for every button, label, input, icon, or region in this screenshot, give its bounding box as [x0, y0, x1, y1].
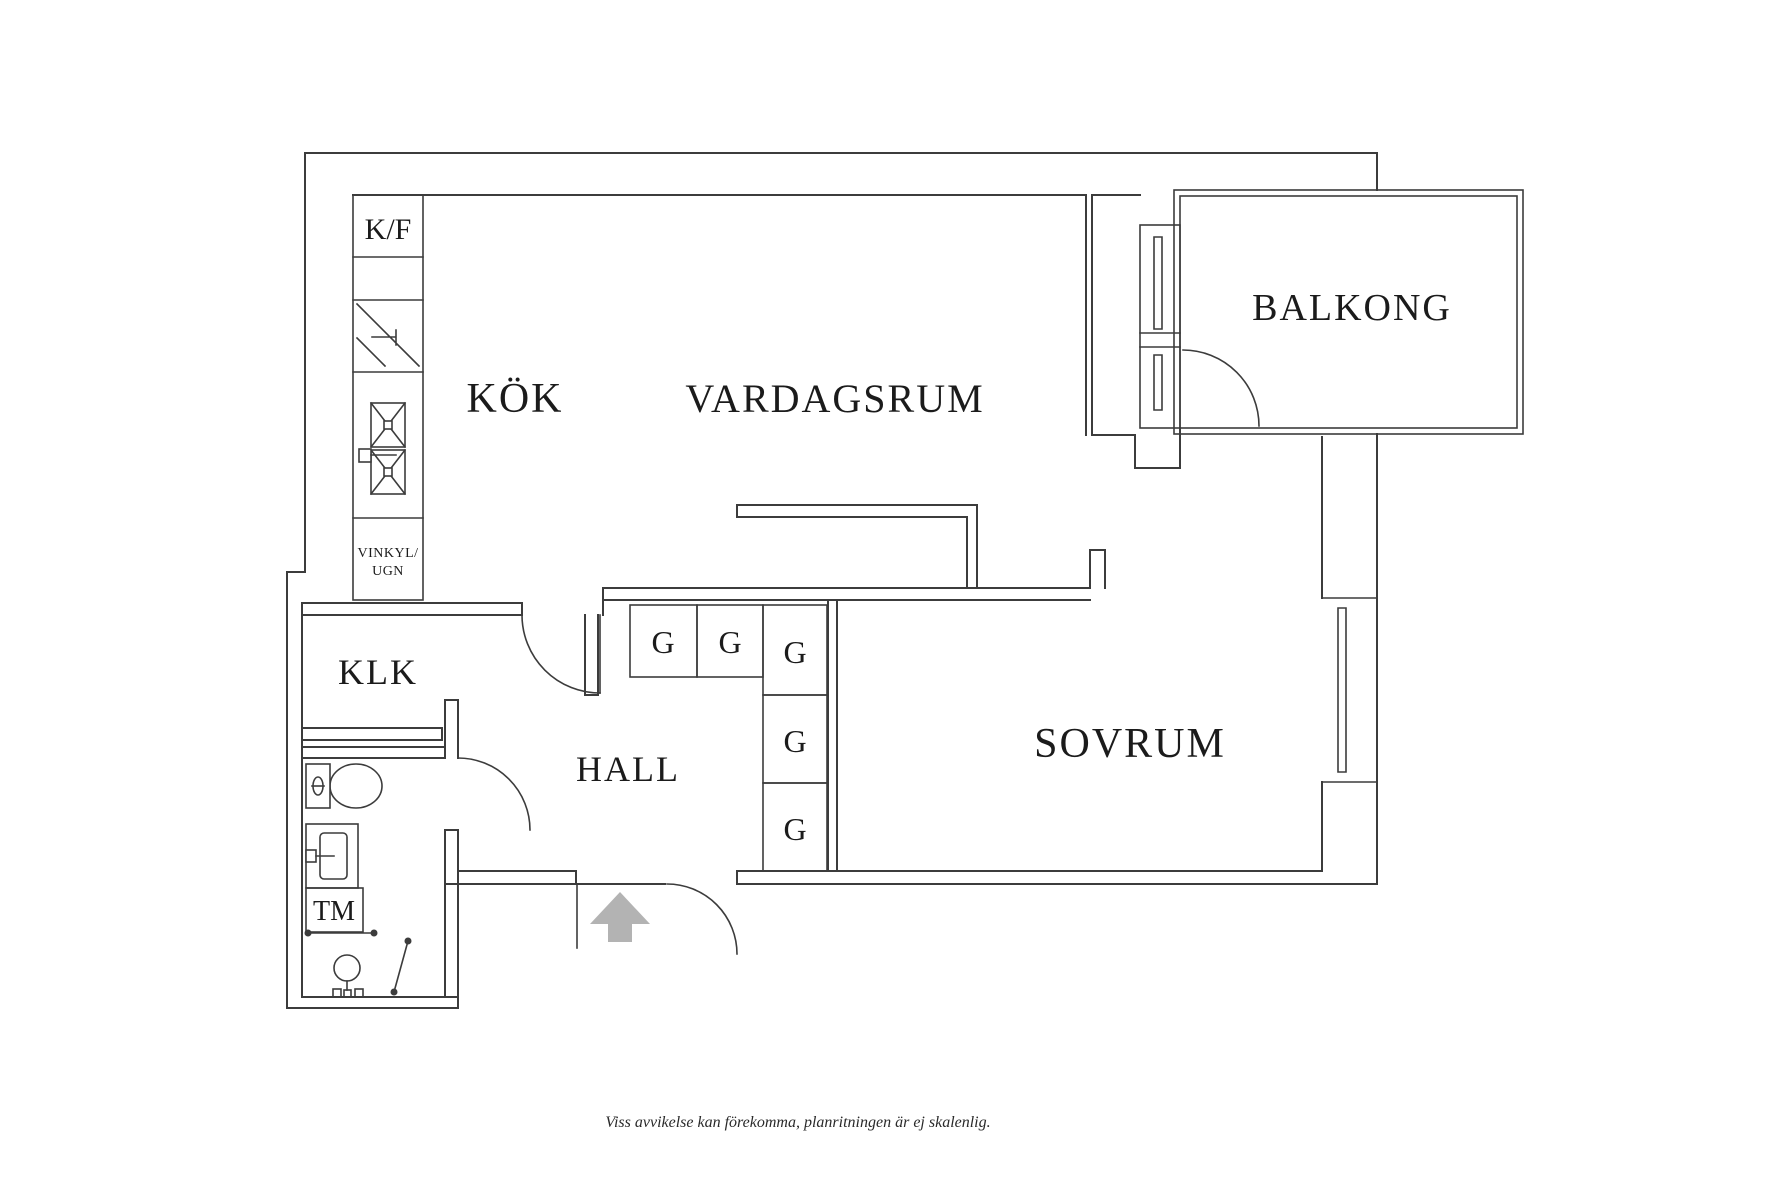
- label-wine-fridge-line1: VINKYL/: [357, 546, 418, 561]
- room-label-balcony: BALKONG: [1252, 287, 1452, 329]
- entrance-arrow-icon: [590, 892, 650, 942]
- wardrobe-label: G: [718, 624, 741, 660]
- label-fridge-freezer: K/F: [365, 213, 412, 246]
- label-washing-machine: TM: [313, 896, 355, 927]
- closet-walls: [301, 614, 599, 741]
- room-label-closet: KLK: [338, 652, 418, 692]
- toilet-icon: [305, 763, 383, 809]
- balcony-door-arc: [1182, 349, 1260, 427]
- towel-rail-icon: [304, 929, 378, 937]
- bathroom-walls: [301, 699, 531, 998]
- label-wine-fridge-line2: UGN: [372, 564, 404, 579]
- kitchen-door-arc: [521, 614, 601, 694]
- room-label-living-room: VARDAGSRUM: [685, 376, 984, 421]
- kitchen-hall-wall: [301, 602, 601, 694]
- room-label-hall: HALL: [576, 749, 680, 789]
- bedroom-window-wall: [1321, 436, 1378, 872]
- wardrobe-label: G: [783, 634, 806, 670]
- wardrobe-label: G: [783, 811, 806, 847]
- living-room-south-wall: [736, 504, 978, 589]
- wardrobe-label: G: [651, 624, 674, 660]
- exterior-walls: [286, 152, 1378, 1009]
- kitchen-sink-icon: [358, 401, 407, 496]
- wardrobe-label: G: [783, 723, 806, 759]
- wardrobe-box: [762, 782, 828, 872]
- window-frame: [1139, 224, 1181, 429]
- room-label-bedroom: SOVRUM: [1034, 721, 1226, 767]
- labels: KÖK VARDAGSRUM BALKONG SOVRUM HALL KLK K…: [313, 213, 1452, 1131]
- bathroom-door-arc: [457, 757, 531, 831]
- stove-icon: [355, 302, 421, 368]
- bedroom-left-wall: [827, 599, 838, 872]
- shower-icon: [332, 937, 412, 998]
- bathroom-fixtures: [304, 763, 412, 998]
- entrance-door-arc: [666, 883, 738, 955]
- balcony-window-door: [1085, 195, 1260, 469]
- disclaimer-caption: Viss avvikelse kan förekomma, planritnin…: [605, 1114, 990, 1131]
- bathroom-sink-icon: [305, 823, 359, 889]
- bedroom-window: [1321, 597, 1378, 783]
- hall-top-wall: [602, 549, 1106, 616]
- kitchen-faucet-icon: [358, 448, 397, 463]
- washing-machine-box: [305, 887, 364, 933]
- wardrobes: [629, 604, 828, 872]
- room-label-kitchen: KÖK: [467, 376, 564, 422]
- entrance: [576, 883, 738, 955]
- kitchen-counter: [352, 194, 424, 601]
